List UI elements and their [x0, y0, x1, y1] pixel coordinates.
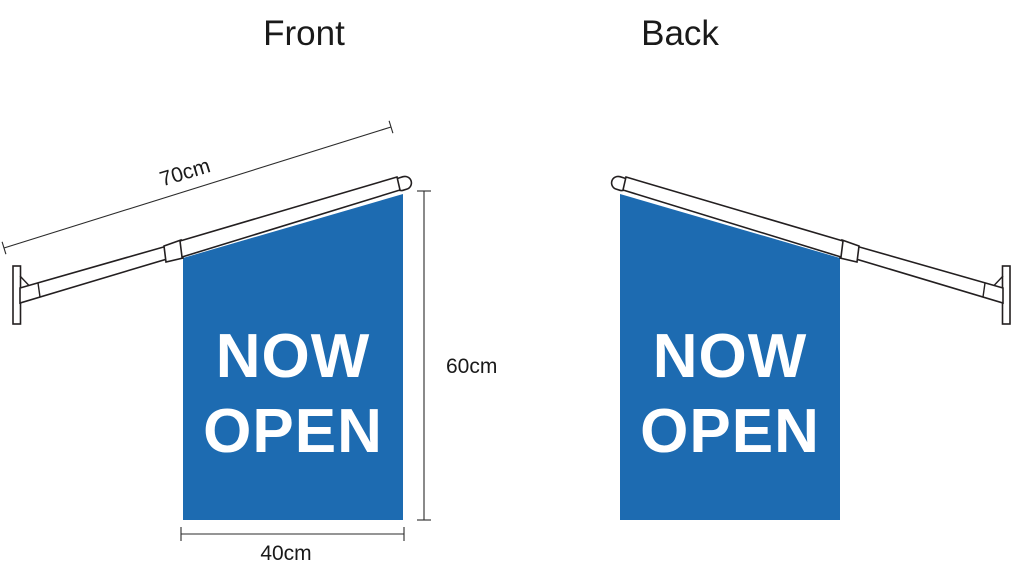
front-view-title: Front — [263, 14, 345, 53]
dimension-tick — [1, 241, 7, 255]
flag-text-line2: OPEN — [203, 397, 383, 466]
pole-outer-tube — [179, 175, 401, 259]
pole-collar — [839, 238, 860, 263]
pole-inner-tube — [19, 244, 168, 305]
pole-inner-tube — [855, 244, 1004, 305]
pole-collar — [163, 238, 184, 263]
back-view: Back NOW OPEN — [610, 14, 1011, 520]
dimension-line — [3, 126, 392, 249]
back-flag-text: NOW OPEN — [640, 322, 820, 466]
front-flag-text: NOW OPEN — [203, 322, 383, 466]
flag-height-label: 60cm — [446, 355, 497, 378]
flag-text-line2: OPEN — [640, 397, 820, 466]
flag-text-line1: NOW — [653, 322, 808, 391]
flag-width-label: 40cm — [260, 542, 311, 565]
tube-seam — [37, 282, 41, 298]
flag-panel — [183, 194, 403, 520]
flag-width-dimension: 40cm — [180, 527, 405, 565]
dimension-tick — [388, 120, 394, 134]
back-view-title: Back — [641, 14, 719, 53]
flag-panel — [620, 194, 840, 520]
tube-seam — [982, 282, 986, 298]
back-structure — [610, 175, 1011, 520]
flag-height-dimension: 60cm — [417, 190, 497, 521]
front-view: Front 70cm NOW OPE — [1, 14, 497, 565]
front-structure — [12, 175, 413, 520]
flag-text-line1: NOW — [216, 322, 371, 391]
pole-outer-tube — [622, 175, 844, 259]
